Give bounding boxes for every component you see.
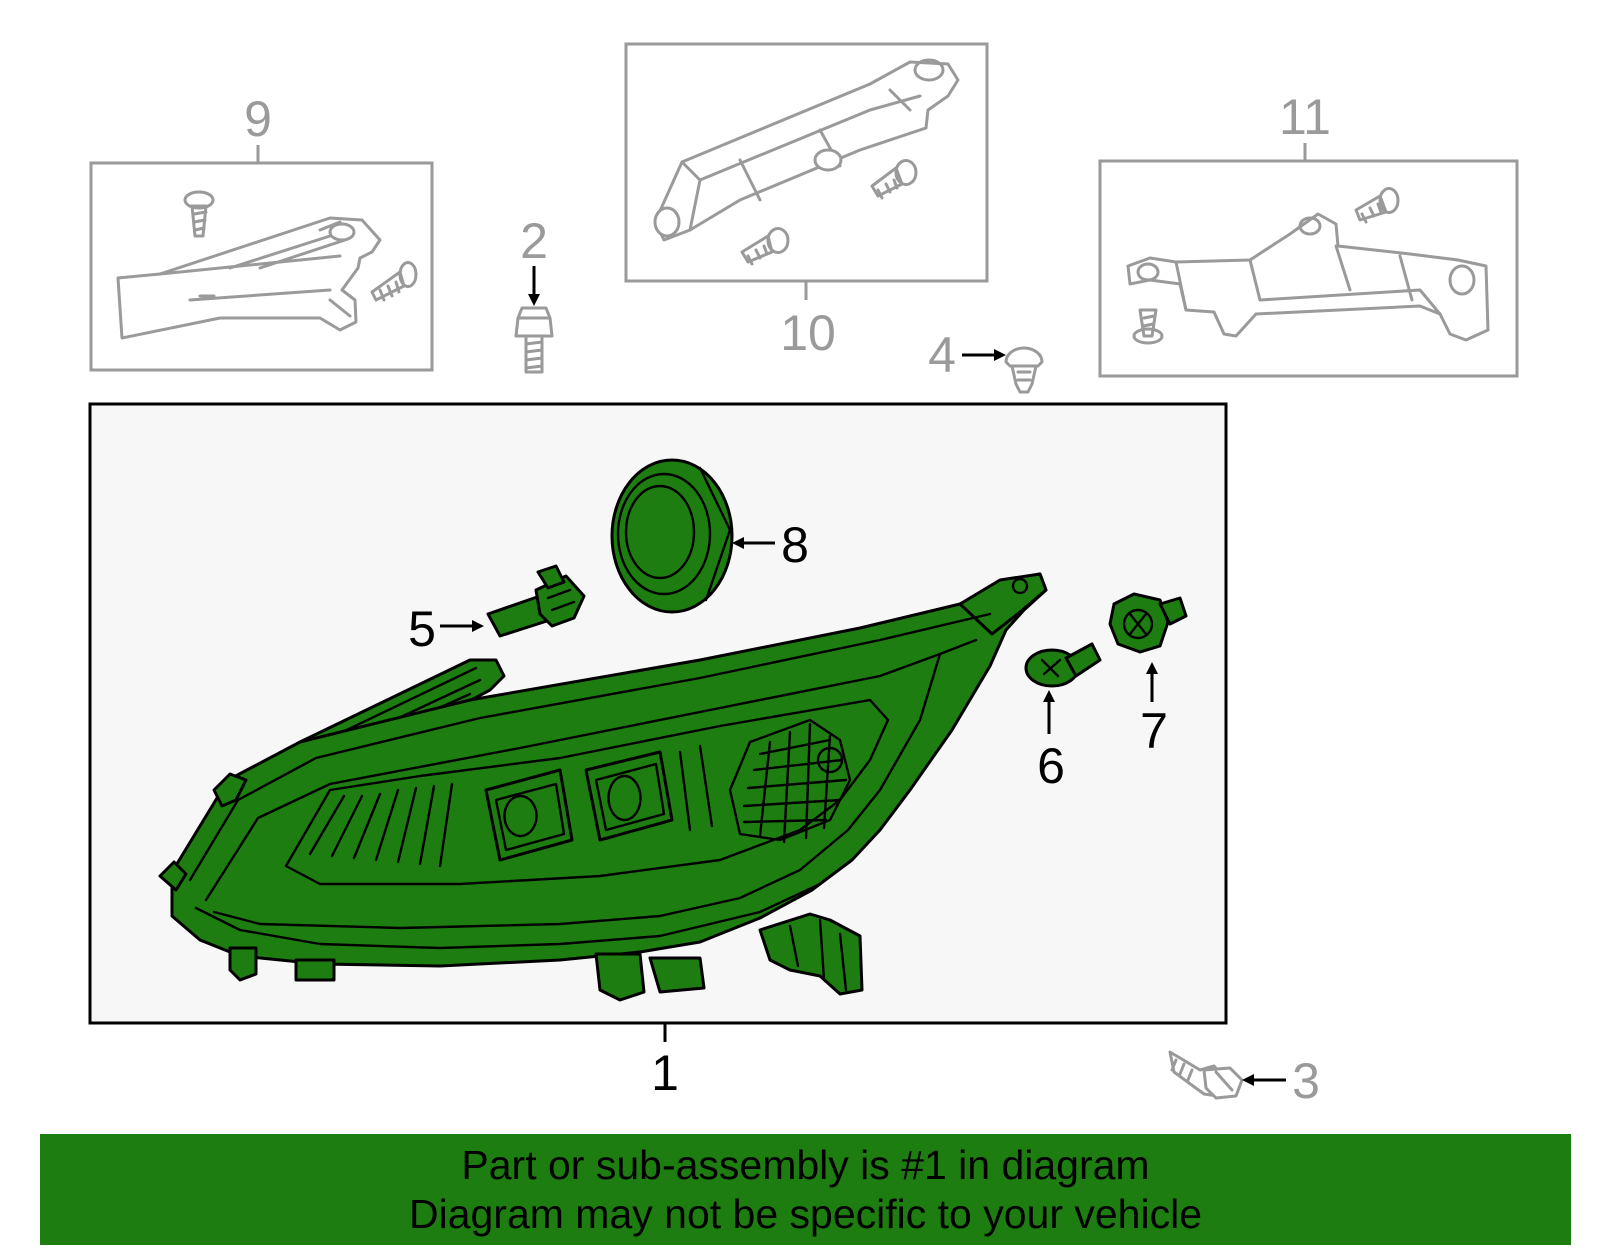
banner-line-1: Part or sub-assembly is #1 in diagram [461, 1141, 1150, 1188]
bracket-9-icon [116, 190, 418, 340]
part-4-group: 4 [928, 327, 1044, 394]
callout-3: 3 [1292, 1053, 1320, 1109]
part-3-arrowhead [1242, 1074, 1254, 1086]
part-5-arrowhead [472, 620, 484, 632]
headlight-assembly-icon [158, 572, 1048, 1002]
bracket-11-icon [1126, 187, 1490, 345]
bolt-2-icon [514, 306, 554, 374]
part-8-arrowhead [732, 537, 744, 549]
callout-9: 9 [244, 91, 272, 147]
callout-2: 2 [520, 213, 548, 269]
callout-8: 8 [781, 517, 809, 573]
bulb-6-icon [1024, 642, 1102, 688]
part-2-arrowhead [528, 294, 540, 306]
socket-7-icon [1108, 592, 1188, 654]
bracket-10-icon [653, 58, 960, 266]
callout-11: 11 [1279, 89, 1331, 145]
bulb-5-icon [486, 564, 586, 638]
callout-10: 10 [780, 305, 836, 361]
callout-7: 7 [1140, 703, 1168, 759]
callout-5: 5 [408, 601, 436, 657]
part-3-group: 3 [1168, 1050, 1320, 1109]
callout-6: 6 [1037, 738, 1065, 794]
part-11-group: 11 [1098, 89, 1519, 378]
part-2-group: 2 [514, 213, 554, 374]
bolt-3-icon [1168, 1050, 1244, 1100]
part-7-arrowhead [1146, 662, 1158, 674]
callout-1: 1 [651, 1045, 679, 1101]
part-1-group: 1 [88, 402, 1228, 1101]
clip-4-icon [1004, 346, 1044, 394]
banner-background [40, 1134, 1571, 1245]
disclaimer-banner: Part or sub-assembly is #1 in diagram Di… [40, 1134, 1571, 1245]
part-6-arrowhead [1043, 690, 1055, 702]
banner-line-2: Diagram may not be specific to your vehi… [408, 1190, 1202, 1237]
cap-8-icon [610, 458, 734, 614]
part-10-group: 10 [624, 42, 989, 361]
part-4-arrowhead [994, 349, 1006, 361]
callout-4: 4 [928, 327, 956, 383]
part-9-group: 9 [89, 91, 434, 372]
